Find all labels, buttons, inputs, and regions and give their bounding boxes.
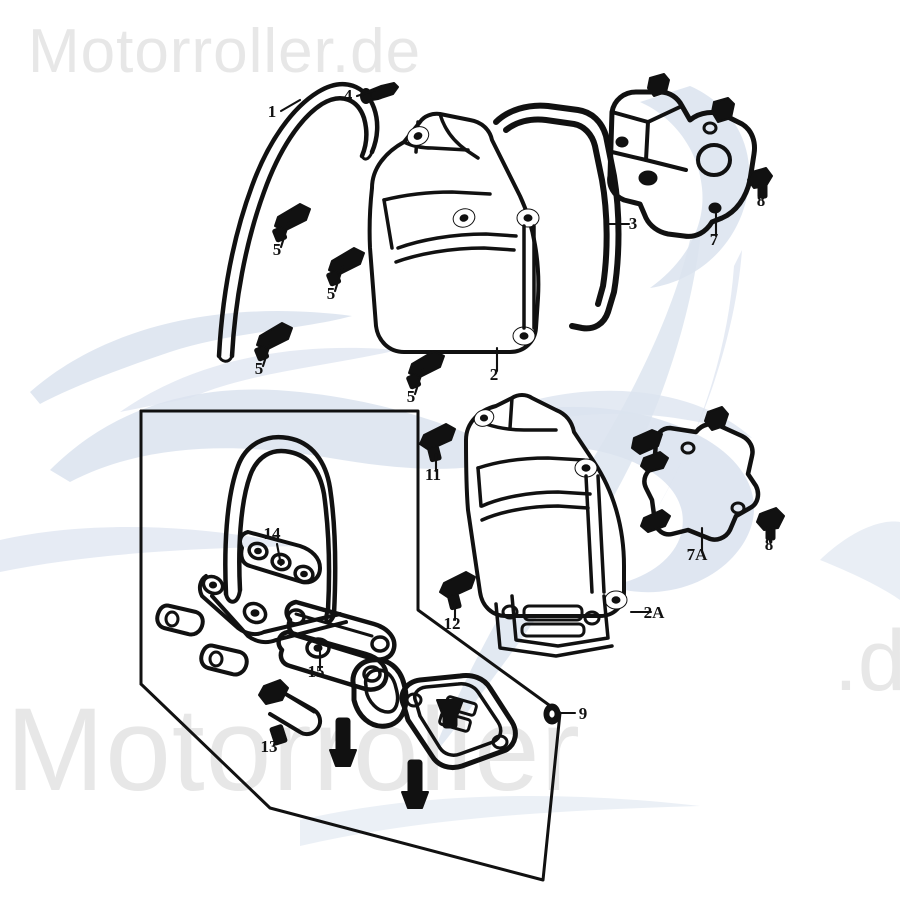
callout-5[interactable]: 5 <box>273 220 291 259</box>
part-bolt-12 <box>439 571 476 611</box>
part-bolt-5-c <box>254 322 293 362</box>
detail-box-outline <box>139 409 562 882</box>
callout-8[interactable]: 8 <box>765 526 774 554</box>
callout-5[interactable]: 5 <box>327 264 345 303</box>
part-bolt-7a-left-low <box>640 509 671 533</box>
part-bolt-5-b <box>326 247 365 287</box>
callout-label: 3 <box>629 214 638 233</box>
callout-label: 11 <box>425 465 441 484</box>
callout-8[interactable]: 8 <box>757 186 766 210</box>
callout-12[interactable]: 12 <box>444 600 461 633</box>
callout-label: 15 <box>308 662 325 681</box>
part-bolt-4 <box>360 82 399 104</box>
callout-leader-line <box>333 264 345 293</box>
part-breather-hose <box>216 81 380 363</box>
part-oval-gasket <box>350 657 409 729</box>
part-bolt-7a-left-top <box>631 429 663 455</box>
part-bolt-7a-left-mid <box>640 451 669 473</box>
part-bolt-5-d <box>406 350 445 390</box>
part-rocker-arm-15-lower <box>276 629 389 692</box>
part-bushing-a <box>155 603 205 637</box>
callout-label: 8 <box>765 535 774 554</box>
callout-2a[interactable]: 2A <box>629 603 666 622</box>
callout-4[interactable]: 4 <box>344 86 378 105</box>
callout-label: 2 <box>490 365 499 384</box>
callout-7a[interactable]: 7A <box>687 526 709 564</box>
callout-7[interactable]: 7 <box>710 210 719 249</box>
part-bolt-8-right <box>756 507 785 541</box>
callout-leader-line <box>275 542 283 567</box>
callout-3[interactable]: 3 <box>604 214 638 233</box>
part-bolt-7a-top <box>704 406 729 431</box>
callout-2[interactable]: 2 <box>490 346 499 384</box>
callout-9[interactable]: 9 <box>554 704 588 723</box>
callout-leader-line <box>279 98 302 113</box>
callout-14[interactable]: 14 <box>264 524 283 567</box>
callout-1[interactable]: 1 <box>268 98 302 121</box>
part-bolt-11 <box>419 423 456 463</box>
part-bolt-7-top <box>647 73 670 97</box>
part-bolt-bottom-a <box>329 717 357 767</box>
callout-13[interactable]: 13 <box>261 726 280 756</box>
callout-5[interactable]: 5 <box>255 339 273 378</box>
callout-leader-line <box>261 339 273 368</box>
callout-leader-line <box>272 726 280 747</box>
part-rocker-arm-15-upper <box>284 599 397 662</box>
part-bolt-8-top <box>711 97 735 123</box>
part-gasket-3 <box>493 102 622 332</box>
part-bolt-5-a <box>272 203 311 243</box>
callout-11[interactable]: 11 <box>425 452 441 484</box>
part-valve-cover-front <box>367 111 541 354</box>
callout-label: 5 <box>273 240 282 259</box>
part-bushing-b <box>199 643 249 677</box>
callout-leader-line <box>413 367 425 396</box>
callout-5[interactable]: 5 <box>407 367 425 406</box>
watermark-text-bottom: Motorroller <box>6 684 581 816</box>
callout-15[interactable]: 15 <box>308 643 325 681</box>
part-valve-cover-rear <box>464 393 628 658</box>
callout-leader-line <box>279 220 291 249</box>
callout-label: 8 <box>757 191 766 210</box>
part-bolt-bottom-b <box>401 759 429 809</box>
callout-label: 7 <box>710 230 719 249</box>
callout-label: 4 <box>344 86 353 105</box>
watermark-text-top: Motorroller.de <box>28 17 421 86</box>
part-rocker-holder-14 <box>197 434 348 645</box>
callout-label: 5 <box>407 387 416 406</box>
callout-label: 7A <box>687 545 709 564</box>
callout-label: 9 <box>579 704 588 723</box>
callout-label: 14 <box>264 524 282 543</box>
watermark-text-bottom-right: .d <box>834 613 900 709</box>
callout-leader-line <box>355 88 378 98</box>
callout-label: 1 <box>268 102 277 121</box>
callout-label: 2A <box>644 603 666 622</box>
callout-label: 5 <box>255 359 264 378</box>
callout-label: 13 <box>261 737 278 756</box>
callout-label: 12 <box>444 614 461 633</box>
part-bolt-8 <box>747 167 773 199</box>
part-bolt-bottom-c <box>436 699 464 729</box>
callout-label: 5 <box>327 284 336 303</box>
